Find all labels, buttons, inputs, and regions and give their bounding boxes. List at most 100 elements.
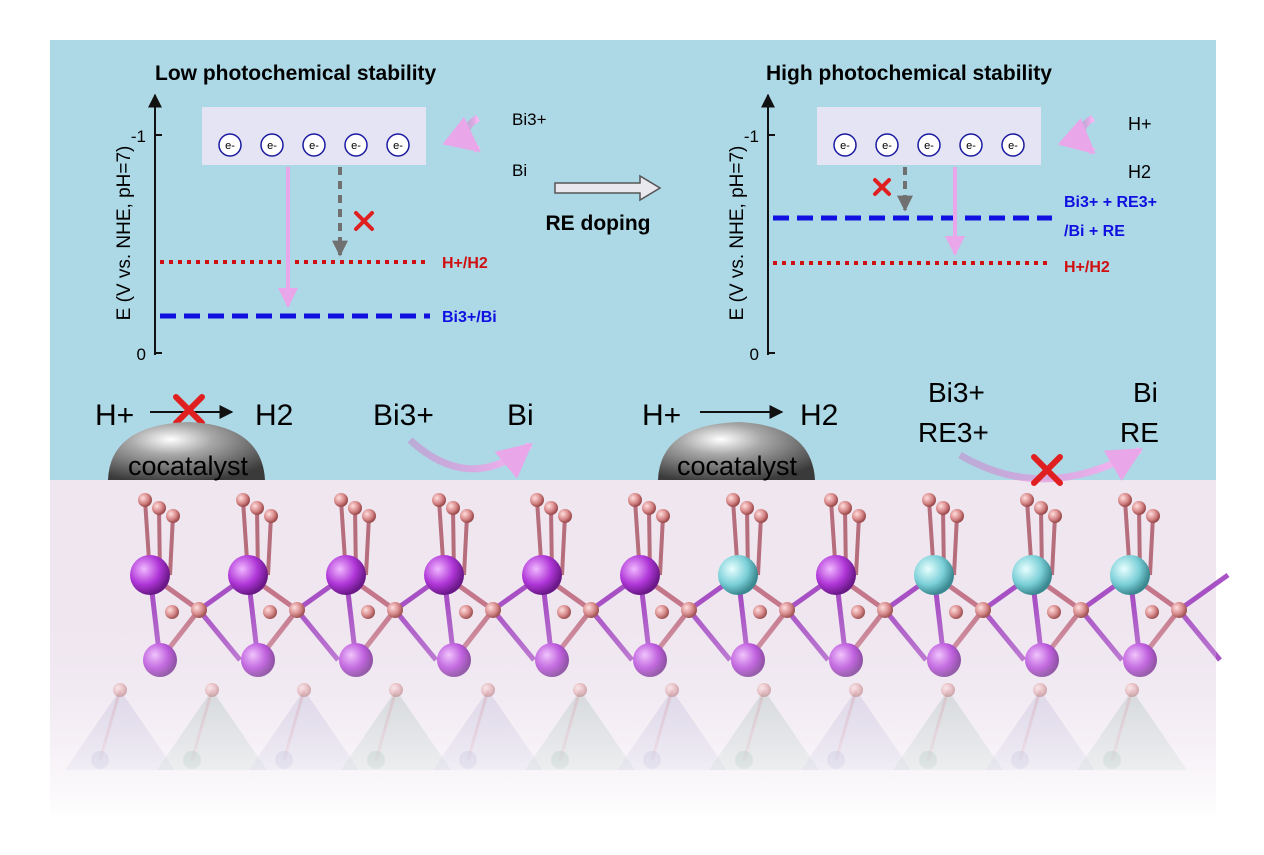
electron: e- [302, 133, 326, 157]
oxygen-atom [1118, 493, 1132, 507]
bottom-right-to-1: Bi [1133, 377, 1158, 408]
right-h-level-label: H+/H2 [1064, 259, 1110, 276]
bond [952, 515, 959, 576]
oxygen-atom [922, 493, 936, 507]
left-tick-label-top: -1 [131, 127, 146, 146]
oxygen-atom [1034, 501, 1048, 515]
right-tick-label-top: -1 [744, 127, 759, 146]
left-h-level-label: H+/H2 [442, 255, 488, 272]
bottom-right-to-2: RE [1120, 417, 1159, 448]
bottom-left-reactant: H+ [95, 399, 134, 432]
oxygen-atom [264, 509, 278, 523]
oxygen-atom [824, 493, 838, 507]
right-energy-panel: High photochemical stability -1 0 E (V v… [727, 62, 1157, 364]
crystal-fade-overlay [50, 600, 1216, 815]
bond [168, 515, 175, 576]
right-reaction-from: H+ [1128, 114, 1152, 134]
electron: e- [386, 133, 410, 157]
svg-text:e-: e- [225, 140, 235, 152]
bottom-right-from-2: RE3+ [918, 417, 989, 448]
bottom-right-cross-icon [1031, 454, 1063, 486]
oxygen-atom [642, 501, 656, 515]
oxygen-atom [166, 509, 180, 523]
left-reaction-to: Bi [512, 161, 527, 180]
oxygen-atom [656, 509, 670, 523]
right-reduction-curve-arrow [1057, 115, 1096, 155]
oxygen-atom [1048, 509, 1062, 523]
oxygen-atom [740, 501, 754, 515]
re-atom [914, 555, 954, 595]
bi-atom [130, 555, 170, 595]
bi-atom [424, 555, 464, 595]
oxygen-atom [460, 509, 474, 523]
oxygen-atom [950, 509, 964, 523]
right-electrons: e- e- e- e- e- [833, 133, 1025, 157]
oxygen-atom [754, 509, 768, 523]
oxygen-atom [152, 501, 166, 515]
bottom-right-cocatalyst-dome [658, 422, 815, 480]
oxygen-atom [250, 501, 264, 515]
svg-text:e-: e- [924, 140, 934, 152]
oxygen-atom [138, 493, 152, 507]
electron: e- [959, 133, 983, 157]
bottom-left-curve-arrow [407, 437, 533, 479]
right-axis-label: E (V vs. NHE, pH=7) [727, 146, 748, 321]
oxygen-atom [558, 509, 572, 523]
bottom-left-cocatalyst-label: cocatalyst [128, 451, 249, 481]
bottom-right-reactant: H+ [642, 399, 681, 432]
left-cross-icon [354, 211, 374, 231]
bottom-right-cocatalyst-label: cocatalyst [677, 451, 798, 481]
bond [658, 515, 665, 576]
left-electrons: e- e- e- e- e- [218, 133, 410, 157]
bond [364, 515, 371, 576]
electron: e- [1001, 133, 1025, 157]
left-reaction-from: Bi3+ [512, 110, 547, 129]
bottom-right-reactions: H+ H2 cocatalyst Bi3+ RE3+ Bi RE [642, 377, 1159, 486]
bi-atom [228, 555, 268, 595]
electron: e- [260, 133, 284, 157]
bond [1148, 515, 1155, 576]
bond [854, 515, 861, 576]
bottom-right-curve-arrow [958, 446, 1144, 483]
electron: e- [218, 133, 242, 157]
bond [560, 515, 567, 576]
bottom-left-reactions: H+ H2 cocatalyst Bi3+ Bi [95, 394, 534, 481]
left-bi-level-label: Bi3+/Bi [442, 309, 497, 326]
oxygen-atom [236, 493, 250, 507]
bond [462, 515, 469, 576]
bottom-right-product: H2 [800, 399, 838, 432]
bottom-left-product: H2 [255, 399, 293, 432]
svg-text:e-: e- [309, 140, 319, 152]
bond [756, 515, 763, 576]
bottom-left-cross-icon [173, 394, 205, 426]
right-re-level-label-line2: /Bi + RE [1064, 223, 1125, 240]
electron: e- [833, 133, 857, 157]
bond [1050, 515, 1057, 576]
hollow-right-arrow-icon [554, 174, 662, 202]
re-doping-transition: RE doping [546, 174, 662, 235]
oxygen-atom [1146, 509, 1160, 523]
re-doping-label: RE doping [546, 212, 651, 235]
oxygen-atom [1132, 501, 1146, 515]
bi-atom [816, 555, 856, 595]
oxygen-atom [348, 501, 362, 515]
electron: e- [344, 133, 368, 157]
svg-text:e-: e- [840, 140, 850, 152]
left-reduction-curve-arrow [442, 115, 481, 153]
svg-text:e-: e- [1008, 140, 1018, 152]
svg-text:e-: e- [351, 140, 361, 152]
right-tick-label-bottom: 0 [750, 345, 759, 364]
left-axis-label: E (V vs. NHE, pH=7) [114, 146, 135, 321]
oxygen-atom [726, 493, 740, 507]
oxygen-atom [446, 501, 460, 515]
right-re-level-label-line1: Bi3+ + RE3+ [1064, 194, 1157, 211]
bi-atom [326, 555, 366, 595]
oxygen-atom [628, 493, 642, 507]
oxygen-atom [334, 493, 348, 507]
right-cross-icon [873, 178, 891, 196]
right-reaction-to: H2 [1128, 162, 1151, 182]
oxygen-atom [838, 501, 852, 515]
bottom-right-from-1: Bi3+ [928, 377, 985, 408]
left-tick-label-bottom: 0 [137, 345, 146, 364]
